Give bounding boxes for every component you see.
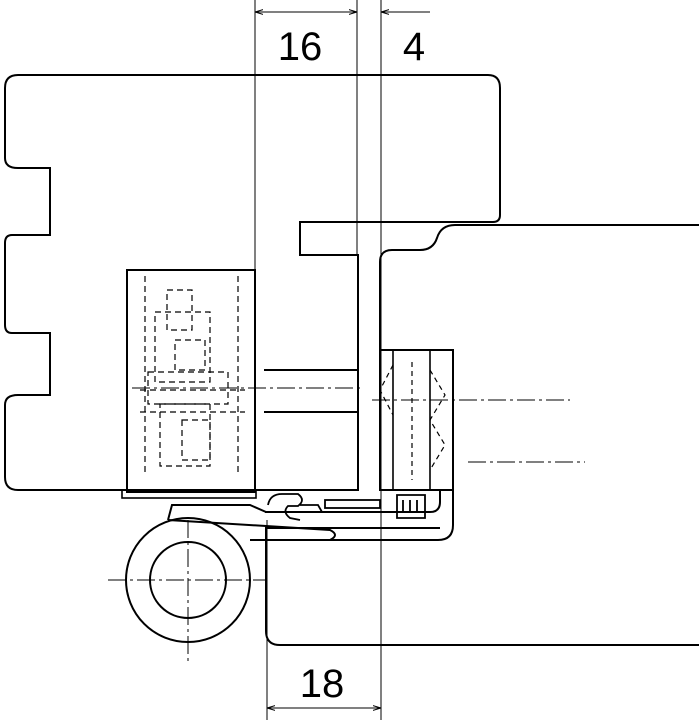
leaf-hinge-hidden-lines	[379, 362, 446, 480]
dimension-label-16: 16	[278, 25, 323, 69]
centre-lines	[108, 387, 585, 662]
knuckle-link	[167, 504, 336, 541]
extension-lines	[254, 0, 382, 720]
dimension-label-18: 18	[300, 662, 345, 706]
frame-profile	[4, 74, 501, 491]
frame-hinge-hidden-lines	[140, 276, 245, 475]
dimension-label-4: 4	[403, 25, 425, 69]
frame-hinge-body	[126, 269, 256, 493]
frame-hinge-base-plate	[121, 489, 257, 499]
leaf-hinge-body	[379, 349, 454, 491]
leaf-cover-strip	[265, 489, 454, 541]
door-leaf-bottom	[265, 527, 699, 646]
seal-gasket	[267, 493, 426, 521]
door-leaf	[379, 224, 699, 491]
hinge-arm	[264, 369, 358, 413]
